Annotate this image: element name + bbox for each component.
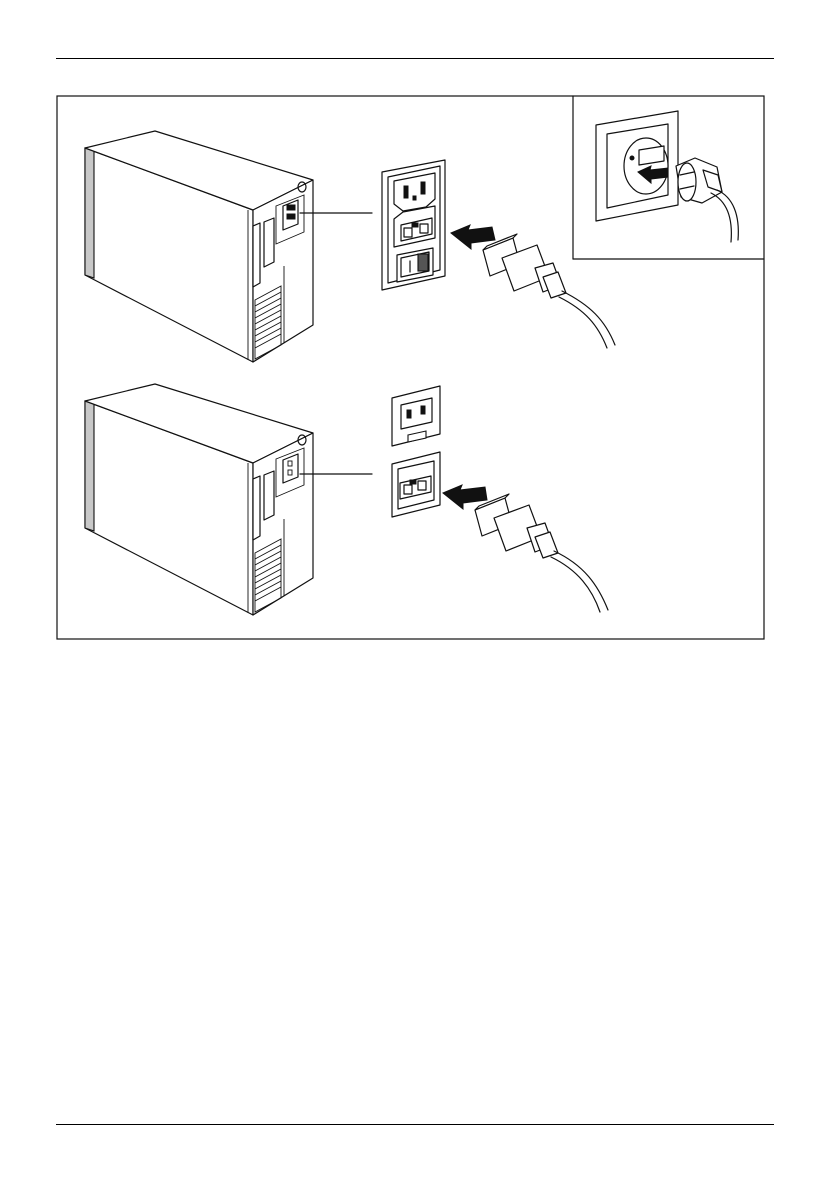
- upper-iec-plug: [483, 234, 615, 348]
- lower-power-outlet: [392, 386, 440, 446]
- lower-iec-plug: [475, 494, 608, 612]
- upper-power-module: [382, 160, 445, 290]
- lower-server-tower: [85, 384, 313, 615]
- lower-power-inlet: [392, 452, 440, 517]
- upper-server-tower: [85, 131, 313, 362]
- inset-wall-socket: [573, 96, 764, 259]
